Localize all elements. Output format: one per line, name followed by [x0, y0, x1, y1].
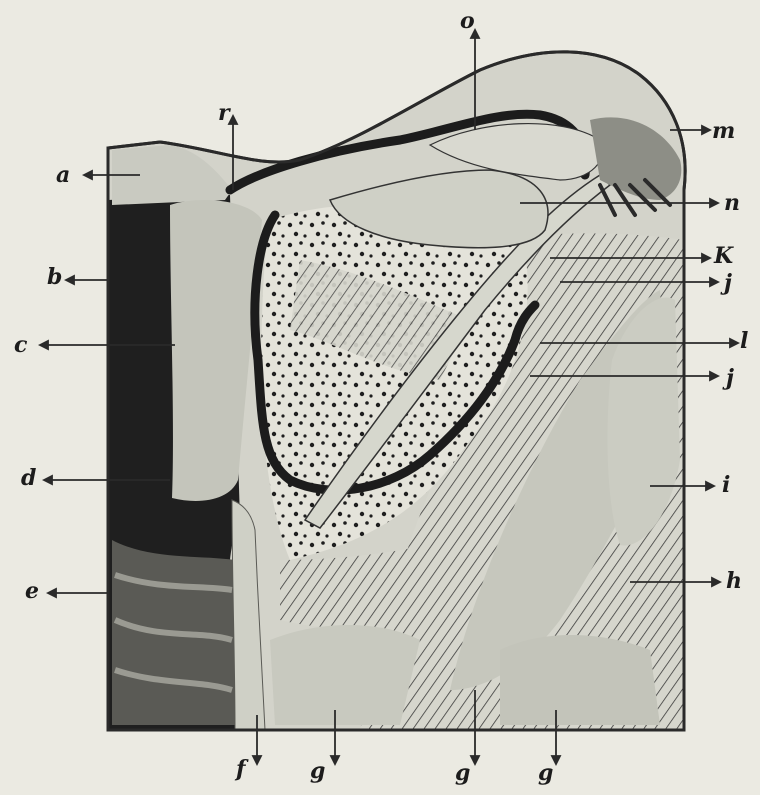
tissue-mass-g3: [500, 635, 660, 725]
label-c: c: [14, 334, 27, 356]
label-j-upper: j: [724, 272, 732, 294]
label-d: d: [21, 467, 36, 489]
label-a: a: [56, 164, 70, 186]
tissue-mass-g2: [270, 625, 420, 725]
label-o: o: [460, 10, 475, 32]
label-g-middle: g: [455, 762, 470, 784]
label-l: l: [740, 330, 748, 352]
label-j-lower: j: [726, 367, 734, 389]
label-f: f: [236, 758, 245, 780]
label-n: n: [724, 192, 740, 214]
label-m: m: [712, 120, 735, 142]
label-b: b: [47, 266, 62, 288]
label-i: i: [722, 474, 730, 496]
label-e: e: [25, 580, 39, 602]
label-g-right: g: [538, 762, 553, 784]
label-k: K: [714, 245, 733, 267]
label-r: r: [218, 102, 230, 124]
label-h: h: [726, 570, 742, 592]
label-g-left: g: [310, 760, 325, 782]
